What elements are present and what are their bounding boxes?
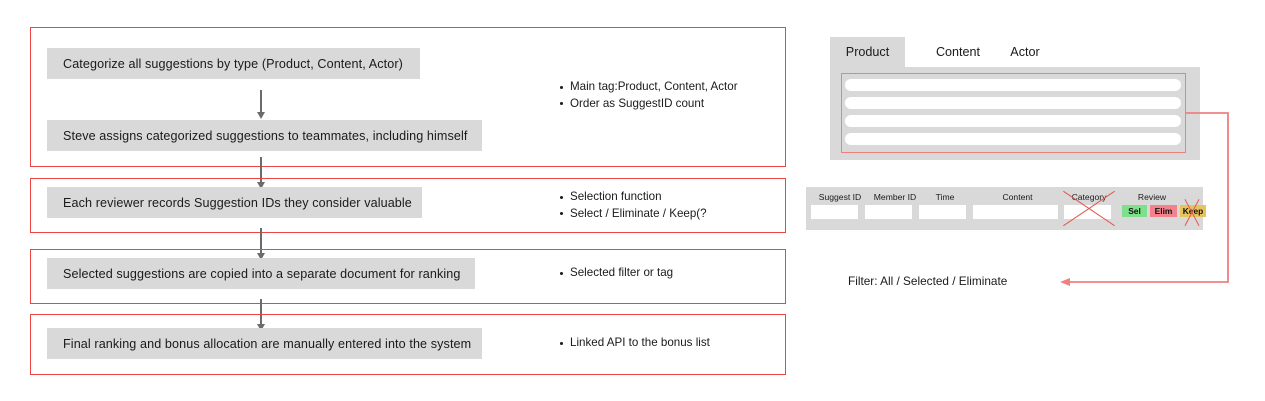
keep-strikeout-icon <box>1177 196 1207 228</box>
flow-group-3 <box>30 249 786 304</box>
note-item: Selection function <box>560 189 707 206</box>
review-chip-sel[interactable]: Sel <box>1122 205 1147 217</box>
step-box-copy-document: Selected suggestions are copied into a s… <box>47 258 475 289</box>
flow-arrow-2 <box>256 157 265 189</box>
notes-group-1: Main tag:Product, Content, Actor Order a… <box>556 79 738 112</box>
suggest-id-field[interactable] <box>811 205 858 219</box>
notes-group-4: Linked API to the bonus list <box>556 335 710 352</box>
table-header-time: Time <box>935 192 955 202</box>
table-header-member-id: Member ID <box>873 192 917 202</box>
step-box-assign: Steve assigns categorized suggestions to… <box>47 120 482 151</box>
list-item[interactable] <box>845 115 1181 127</box>
note-item: Select / Eliminate / Keep(? <box>560 206 707 223</box>
review-chip-elim[interactable]: Elim <box>1150 205 1177 217</box>
tab-content[interactable]: Content <box>935 45 981 59</box>
step-box-final-ranking: Final ranking and bonus allocation are m… <box>47 328 482 359</box>
step-box-categorize: Categorize all suggestions by type (Prod… <box>47 48 420 79</box>
note-item: Selected filter or tag <box>559 265 673 282</box>
note-item: Order as SuggestID count <box>560 96 738 113</box>
filter-label: Filter: All / Selected / Eliminate <box>848 274 1008 288</box>
flow-group-4 <box>30 314 786 375</box>
table-header-review: Review <box>1137 192 1167 202</box>
list-item[interactable] <box>845 79 1181 91</box>
category-strikeout-icon <box>1058 190 1120 227</box>
tab-actor[interactable]: Actor <box>1010 45 1040 59</box>
note-item: Main tag:Product, Content, Actor <box>560 79 738 96</box>
flow-arrow-4 <box>256 299 265 331</box>
list-item[interactable] <box>845 97 1181 109</box>
flow-group-1 <box>30 27 786 167</box>
step-box-reviewer-records: Each reviewer records Suggestion IDs the… <box>47 187 422 218</box>
notes-group-3: Selected filter or tag <box>556 265 673 282</box>
member-id-field[interactable] <box>865 205 912 219</box>
tab-product[interactable]: Product <box>830 37 905 67</box>
list-item[interactable] <box>845 133 1181 145</box>
table-header-content: Content <box>1002 192 1033 202</box>
time-field[interactable] <box>919 205 966 219</box>
flow-arrow-3 <box>256 228 265 260</box>
note-item: Linked API to the bonus list <box>560 335 710 352</box>
flow-arrow-1 <box>256 90 265 119</box>
table-header-suggest-id: Suggest ID <box>818 192 862 202</box>
flow-group-2 <box>30 178 786 233</box>
notes-group-2: Selection function Select / Eliminate / … <box>556 189 707 222</box>
content-field[interactable] <box>973 205 1058 219</box>
